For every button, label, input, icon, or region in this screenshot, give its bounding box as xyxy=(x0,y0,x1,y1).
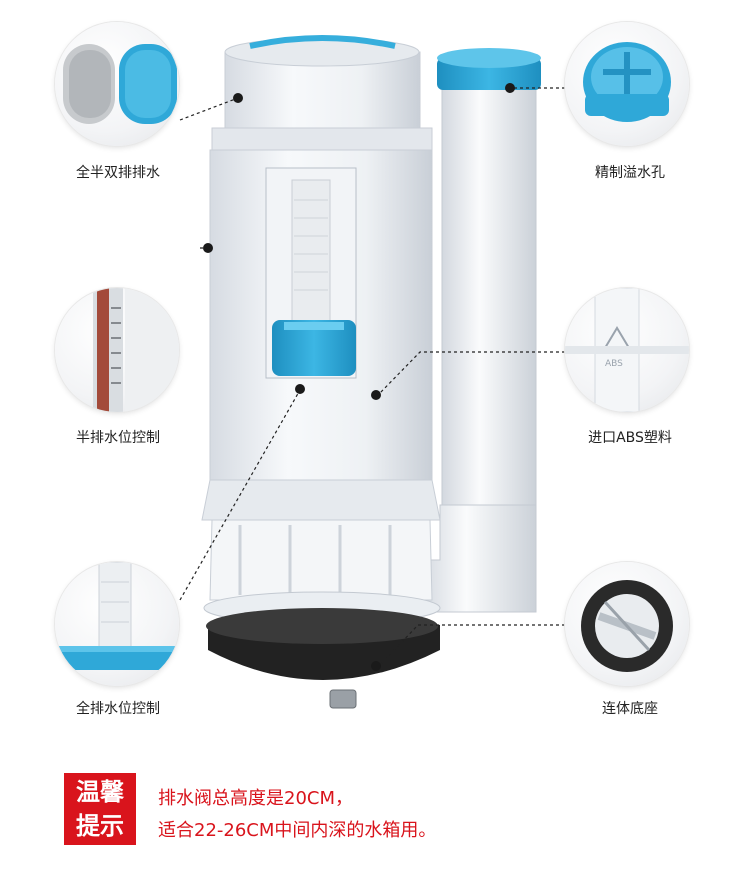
callout-dot-side xyxy=(203,243,213,253)
bubble-overflow-hole xyxy=(565,22,689,146)
dual-button-icon xyxy=(63,44,177,124)
caption-half-level-control: 半排水位控制 xyxy=(76,430,160,446)
valve-body xyxy=(201,35,441,709)
full-level-float-icon xyxy=(55,562,179,670)
flush-valve-illustration xyxy=(179,35,565,709)
tip-text-line2: 适合22-26CM中间内深的水箱用。 xyxy=(158,820,437,841)
bubble-full-half-flush xyxy=(55,22,179,146)
caption-base-seat: 连体底座 xyxy=(602,701,658,717)
callout-dot-float xyxy=(295,384,305,394)
tip-text-line1: 排水阀总高度是20CM， xyxy=(158,788,354,809)
bubble-half-level-control xyxy=(55,288,179,412)
callout-dot-base xyxy=(371,661,381,671)
bubble-full-level-control xyxy=(55,562,179,686)
caption-full-level-control: 全排水位控制 xyxy=(76,701,160,717)
callout-dot-overflow xyxy=(505,83,515,93)
overflow-tube xyxy=(419,48,541,613)
bubble-abs-plastic: ABS xyxy=(565,288,689,412)
tip-badge-line2: 提示 xyxy=(76,812,124,840)
half-level-scale-icon xyxy=(93,288,179,412)
caption-full-half-flush: 全半双排排水 xyxy=(76,165,160,181)
callout-dot-abs xyxy=(371,390,381,400)
tip-badge: 温馨 提示 xyxy=(64,773,136,845)
caption-overflow-hole: 精制溢水孔 xyxy=(595,165,665,181)
svg-text:ABS: ABS xyxy=(605,359,623,369)
base-seal-icon xyxy=(581,580,673,672)
callout-dot-top xyxy=(233,93,243,103)
recycle-mark-icon: ABS xyxy=(565,288,689,412)
caption-abs-plastic: 进口ABS塑料 xyxy=(588,430,672,446)
overflow-cap-icon xyxy=(583,42,671,122)
bubble-base-seat xyxy=(565,562,689,686)
tip-badge-line1: 温馨 xyxy=(76,778,124,806)
